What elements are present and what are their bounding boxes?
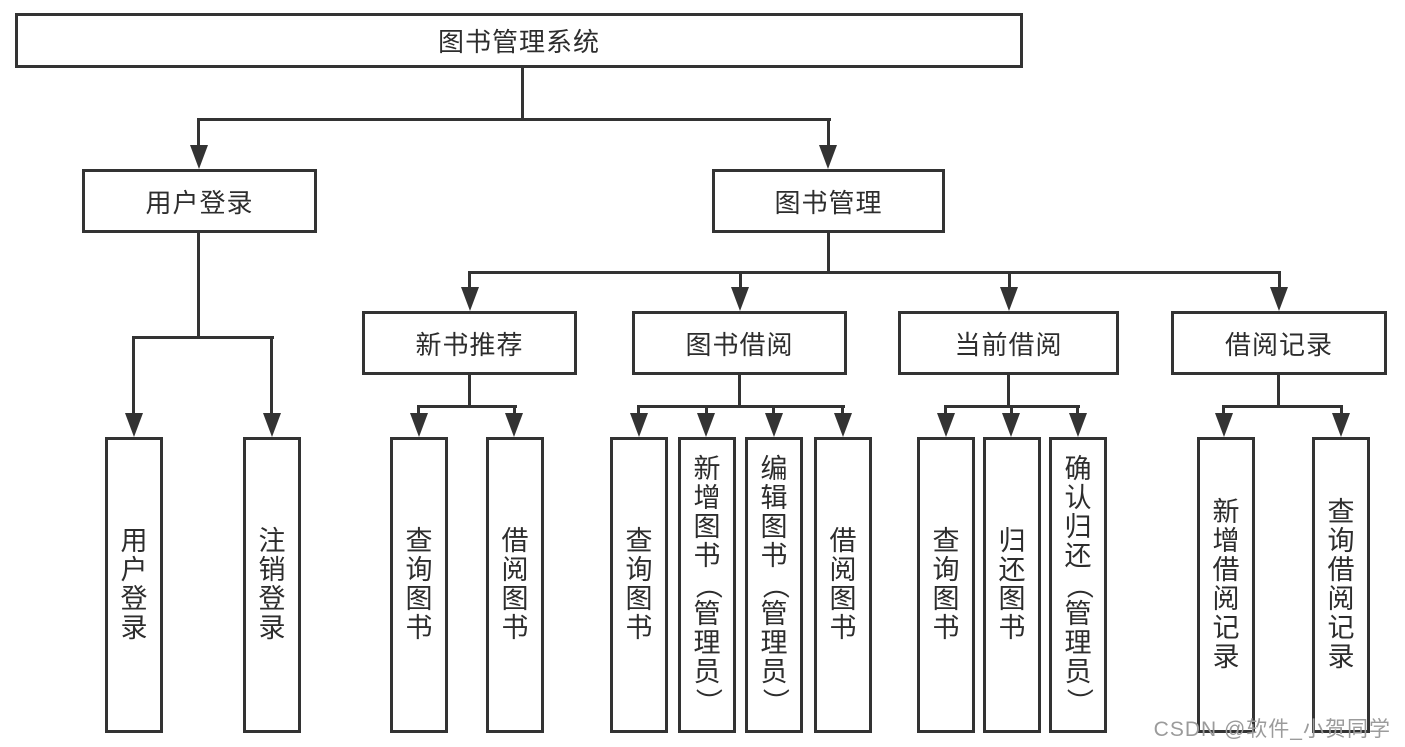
node-user-login: 用户登录 — [82, 169, 317, 233]
connector-root-drop — [521, 66, 524, 118]
connector-current-borrow-drop — [1007, 373, 1010, 407]
connector-stem-leaf — [417, 405, 420, 415]
connector-new-book-drop — [468, 373, 471, 407]
connector-stem-leaf — [772, 405, 775, 415]
arrowhead-down — [765, 413, 783, 437]
connector-book-borrow-branch — [637, 405, 845, 408]
connector-borrow-records-drop — [1277, 373, 1280, 407]
arrowhead-down — [1215, 413, 1233, 437]
arrowhead-down — [263, 413, 281, 437]
connector-new-book-branch — [417, 405, 517, 408]
node-user-login-label: 用户登录 — [145, 187, 254, 218]
connector-stem-user-login — [197, 118, 200, 148]
node-confirm-return-admin: 确认归还（管理员） — [1049, 437, 1107, 733]
node-borrow-books-2-label: 借阅图书 — [829, 526, 857, 643]
connector-stem-book-borrow — [739, 271, 742, 289]
node-borrow-books-2: 借阅图书 — [814, 437, 872, 733]
connector-level2-branch — [468, 271, 1281, 274]
node-confirm-return-admin-label: 确认归还（管理员） — [1063, 453, 1094, 715]
node-logout-leaf-label: 注销登录 — [258, 526, 286, 643]
node-add-book-admin-label: 新增图书（管理员） — [692, 453, 723, 715]
node-book-borrow-label: 图书借阅 — [685, 329, 794, 360]
connector-stem-leaf — [1076, 405, 1079, 415]
node-user-login-leaf-label: 用户登录 — [120, 526, 148, 643]
arrowhead-down — [1270, 287, 1288, 311]
arrowhead-down — [697, 413, 715, 437]
node-query-borrow-record: 查询借阅记录 — [1312, 437, 1370, 733]
node-new-book-recommend: 新书推荐 — [362, 311, 577, 375]
node-book-borrow: 图书借阅 — [632, 311, 847, 375]
node-query-books-3: 查询图书 — [917, 437, 975, 733]
node-query-books-2-label: 查询图书 — [625, 526, 653, 643]
node-logout-leaf: 注销登录 — [243, 437, 301, 733]
connector-stem-leaf — [1010, 405, 1013, 415]
arrowhead-down — [1000, 287, 1018, 311]
arrowhead-down — [937, 413, 955, 437]
node-book-management: 图书管理 — [712, 169, 945, 233]
connector-stem-leaf — [841, 405, 844, 415]
connector-stem-leaf — [637, 405, 640, 415]
connector-stem-login-leaf — [132, 336, 135, 416]
connector-stem-new-book — [468, 271, 471, 289]
node-current-borrow: 当前借阅 — [898, 311, 1119, 375]
connector-stem-book-mgmt — [827, 118, 830, 148]
csdn-watermark: CSDN @软件_小贺同学 — [1153, 718, 1391, 741]
arrowhead-down — [410, 413, 428, 437]
connector-stem-leaf — [1340, 405, 1343, 415]
node-add-book-admin: 新增图书（管理员） — [678, 437, 736, 733]
node-root: 图书管理系统 — [15, 13, 1023, 68]
arrowhead-down — [731, 287, 749, 311]
arrowhead-down — [461, 287, 479, 311]
connector-level1-branch — [197, 118, 831, 121]
connector-user-login-drop — [197, 230, 200, 337]
arrowhead-down — [1069, 413, 1087, 437]
node-current-borrow-label: 当前借阅 — [954, 329, 1063, 360]
node-return-book-label: 归还图书 — [998, 526, 1026, 643]
arrowhead-down — [190, 145, 208, 169]
node-add-borrow-record-label: 新增借阅记录 — [1212, 497, 1240, 672]
node-return-book: 归还图书 — [983, 437, 1041, 733]
arrowhead-down — [630, 413, 648, 437]
connector-stem-logout-leaf — [270, 336, 273, 416]
connector-borrow-records-branch — [1222, 405, 1343, 408]
connector-stem-current-borrow — [1008, 271, 1011, 289]
node-borrow-records: 借阅记录 — [1171, 311, 1387, 375]
node-query-books-1-label: 查询图书 — [405, 526, 433, 643]
node-edit-book-admin: 编辑图书（管理员） — [745, 437, 803, 733]
connector-stem-leaf — [1222, 405, 1225, 415]
node-user-login-leaf: 用户登录 — [105, 437, 163, 733]
node-edit-book-admin-label: 编辑图书（管理员） — [759, 453, 790, 715]
connector-book-mgmt-drop — [827, 230, 830, 273]
node-borrow-books-1-label: 借阅图书 — [501, 526, 529, 643]
node-add-borrow-record: 新增借阅记录 — [1197, 437, 1255, 733]
node-root-label: 图书管理系统 — [437, 27, 600, 57]
connector-user-login-branch — [132, 336, 274, 339]
connector-stem-leaf — [944, 405, 947, 415]
arrowhead-down — [125, 413, 143, 437]
connector-stem-leaf — [513, 405, 516, 415]
node-query-borrow-record-label: 查询借阅记录 — [1327, 497, 1355, 672]
connector-stem-leaf — [705, 405, 708, 415]
node-new-book-recommend-label: 新书推荐 — [415, 329, 524, 360]
connector-stem-borrow-records — [1278, 271, 1281, 289]
node-borrow-books-1: 借阅图书 — [486, 437, 544, 733]
node-query-books-2: 查询图书 — [610, 437, 668, 733]
arrowhead-down — [1332, 413, 1350, 437]
arrowhead-down — [1002, 413, 1020, 437]
node-query-books-1: 查询图书 — [390, 437, 448, 733]
arrowhead-down — [834, 413, 852, 437]
node-book-management-label: 图书管理 — [774, 187, 883, 218]
node-borrow-records-label: 借阅记录 — [1224, 329, 1333, 360]
connector-book-borrow-drop — [738, 373, 741, 407]
node-query-books-3-label: 查询图书 — [932, 526, 960, 643]
arrowhead-down — [819, 145, 837, 169]
arrowhead-down — [505, 413, 523, 437]
